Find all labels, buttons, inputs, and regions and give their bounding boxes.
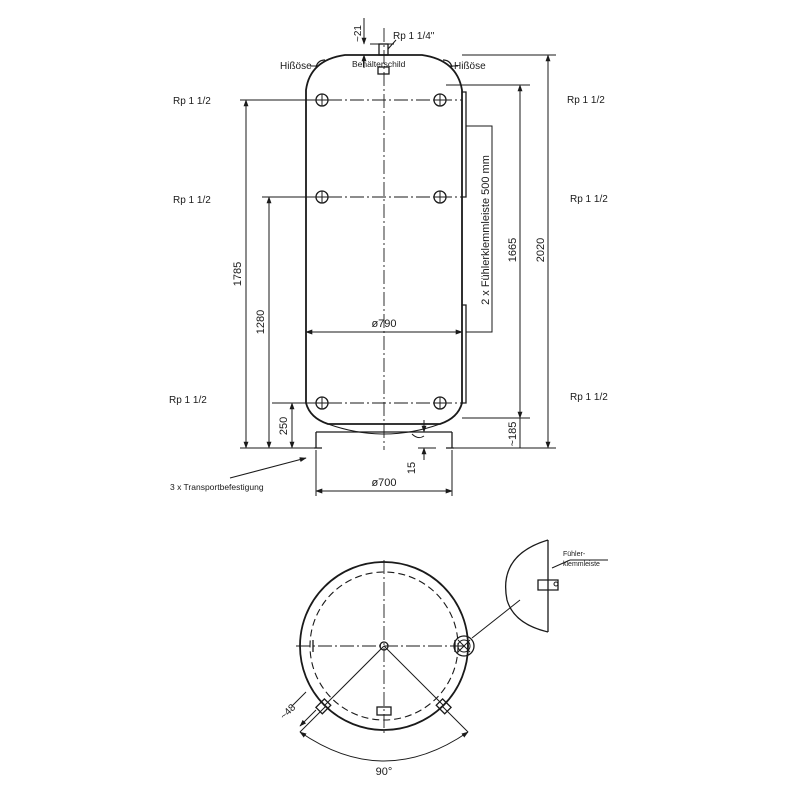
sensor-strip-leader <box>466 125 493 333</box>
dim-48-label: ~48 <box>278 702 298 722</box>
sensor-strip-label: 2 x Fühlerklemmleiste 500 mm <box>480 155 492 305</box>
plan-view <box>291 539 608 762</box>
sensor-detail-label-2: klemmleiste <box>563 561 600 568</box>
lifting-eye-right-label: Hißöse <box>454 61 486 72</box>
plan-sensor-port <box>453 635 475 657</box>
port-left-bottom-label: Rp 1 1/2 <box>169 395 207 406</box>
angle-90-label: 90° <box>376 766 393 778</box>
port-right-mid <box>433 190 447 204</box>
port-right-bottom <box>433 396 447 410</box>
tank-outline <box>305 54 463 425</box>
dim-21-label: ~21 <box>353 25 364 42</box>
port-left-mid-label: Rp 1 1/2 <box>173 195 211 206</box>
dim-1785-label: 1785 <box>232 262 244 286</box>
lifting-eye-left-label: Hißöse <box>280 61 312 72</box>
port-left-top <box>315 93 329 107</box>
dim-250-label: 250 <box>278 417 290 435</box>
plan-foot-left <box>315 698 332 715</box>
transport-leader <box>229 457 307 479</box>
dia-790-label: ø790 <box>371 318 396 330</box>
side-view <box>229 18 556 496</box>
port-right-top-label: Rp 1 1/2 <box>567 95 605 106</box>
port-left-mid <box>315 190 329 204</box>
nameplate-label: Behälterschild <box>352 59 406 69</box>
plan-foot-right <box>435 698 452 715</box>
top-connection-label: Rp 1 1/4" <box>393 31 435 42</box>
dim-15-label: 15 <box>406 462 418 474</box>
tank-base <box>314 431 454 449</box>
plan-foot-bottom <box>376 706 392 716</box>
angle-arc <box>299 731 469 762</box>
dim-1280-label: 1280 <box>255 310 267 334</box>
sensor-detail-label-1: Fühler- <box>563 551 586 558</box>
dim-185-label: ~185 <box>507 422 519 447</box>
dim-1665-label: 1665 <box>507 238 519 262</box>
port-right-top <box>433 93 447 107</box>
plan-center-port <box>379 641 389 651</box>
dim-2020-label: 2020 <box>535 238 547 262</box>
transport-label: 3 x Transportbefestigung <box>170 482 264 492</box>
port-left-bottom <box>315 396 329 410</box>
dia-700-label: ø700 <box>371 477 396 489</box>
sensor-strip-upper <box>462 91 467 198</box>
top-connection-stub <box>378 43 389 56</box>
port-right-mid-label: Rp 1 1/2 <box>570 194 608 205</box>
sensor-strip-lower <box>462 304 467 404</box>
port-left-top-label: Rp 1 1/2 <box>173 96 211 107</box>
port-right-bottom-label: Rp 1 1/2 <box>570 392 608 403</box>
sensor-detail-bubble <box>505 539 549 633</box>
nameplate-marker <box>377 66 390 75</box>
